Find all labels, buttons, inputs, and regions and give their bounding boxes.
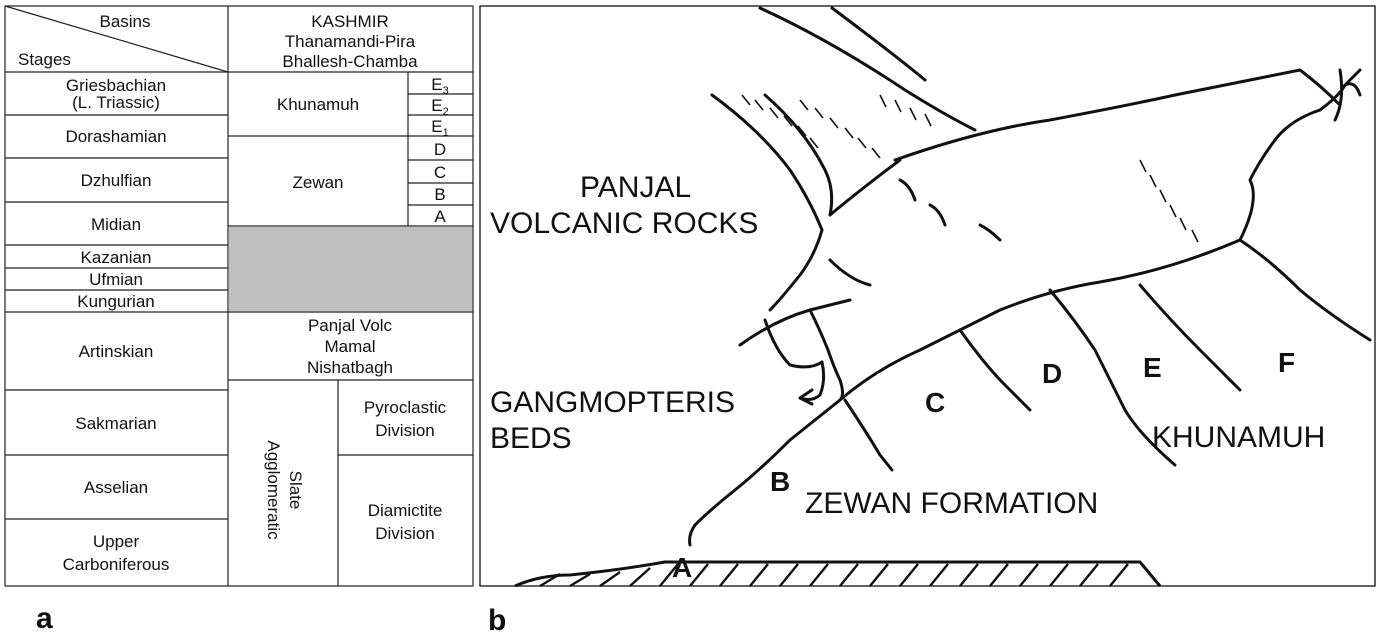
stage-midian: Midian xyxy=(91,215,141,234)
unit-e2: E2 xyxy=(431,96,448,118)
stage-dzhulfian: Dzhulfian xyxy=(81,171,152,190)
unit-label-f: F xyxy=(1278,347,1295,378)
stratigraphic-table xyxy=(4,5,474,587)
stage-upper: Upper xyxy=(93,532,140,551)
diamictite-label: Diamictite xyxy=(368,501,443,520)
panel-label-a: a xyxy=(36,602,53,635)
panjal-label-1: PANJAL xyxy=(580,171,691,204)
slate-label: Slate xyxy=(286,471,305,510)
sketch-border xyxy=(479,5,1376,587)
header-region-2: Thanamandi-Pira xyxy=(285,32,416,51)
unit-c: C xyxy=(434,163,446,182)
agglomeratic-label: Agglomeratic xyxy=(264,440,283,540)
unit-label-b: B xyxy=(770,466,790,497)
nishatbagh-label: Nishatbagh xyxy=(307,358,393,377)
pyroclastic-label: Pyroclastic xyxy=(364,398,447,417)
header-region-3: Bhallesh-Chamba xyxy=(282,52,418,71)
stage-griesbachian-note: (L. Triassic) xyxy=(72,93,160,112)
formation-khunamuh: Khunamuh xyxy=(277,95,359,114)
header-basins: Basins xyxy=(99,12,150,31)
panjal-label-2: VOLCANIC ROCKS xyxy=(490,207,758,240)
unit-label-c: C xyxy=(925,387,945,418)
hiatus-block xyxy=(229,227,473,312)
gangmopteris-label-2: BEDS xyxy=(490,422,572,455)
basement-hatch xyxy=(514,560,1162,588)
unit-label-d: D xyxy=(1042,358,1062,389)
header-diagonal xyxy=(4,5,229,73)
table-border xyxy=(4,5,474,587)
stage-asselian: Asselian xyxy=(84,478,148,497)
pyroclastic-division-label: Division xyxy=(375,421,435,440)
hatch-marks xyxy=(741,94,1199,243)
panel-label-b: b xyxy=(488,604,506,637)
stage-ufmian: Ufmian xyxy=(89,270,143,289)
unit-d: D xyxy=(434,140,446,159)
unit-e3: E3 xyxy=(431,75,448,97)
unit-label-a: A xyxy=(672,552,692,583)
mamal-label: Mamal xyxy=(324,337,375,356)
stage-carboniferous: Carboniferous xyxy=(63,555,170,574)
diamictite-division-label: Division xyxy=(375,524,435,543)
unit-label-e: E xyxy=(1143,352,1162,383)
khunamuh-label: KHUNAMUH xyxy=(1152,421,1325,454)
formation-zewan: Zewan xyxy=(292,173,343,192)
stage-kungurian: Kungurian xyxy=(77,292,155,311)
gangmopteris-label-1: GANGMOPTERIS xyxy=(490,386,735,419)
panjal-volc-label: Panjal Volc xyxy=(308,316,393,335)
zewan-formation-label: ZEWAN FORMATION xyxy=(805,487,1098,520)
stage-sakmarian: Sakmarian xyxy=(75,414,156,433)
header-stages: Stages xyxy=(18,50,71,69)
header-region-1: KASHMIR xyxy=(311,12,388,31)
sketch-lines xyxy=(688,6,1372,547)
unit-a: A xyxy=(434,207,446,226)
unit-b: B xyxy=(434,185,445,204)
stage-kazanian: Kazanian xyxy=(81,248,152,267)
stage-griesbachian: Griesbachian xyxy=(66,76,166,95)
stage-artinskian: Artinskian xyxy=(79,342,154,361)
stage-dorashamian: Dorashamian xyxy=(65,127,166,146)
unit-e1: E1 xyxy=(431,117,448,139)
